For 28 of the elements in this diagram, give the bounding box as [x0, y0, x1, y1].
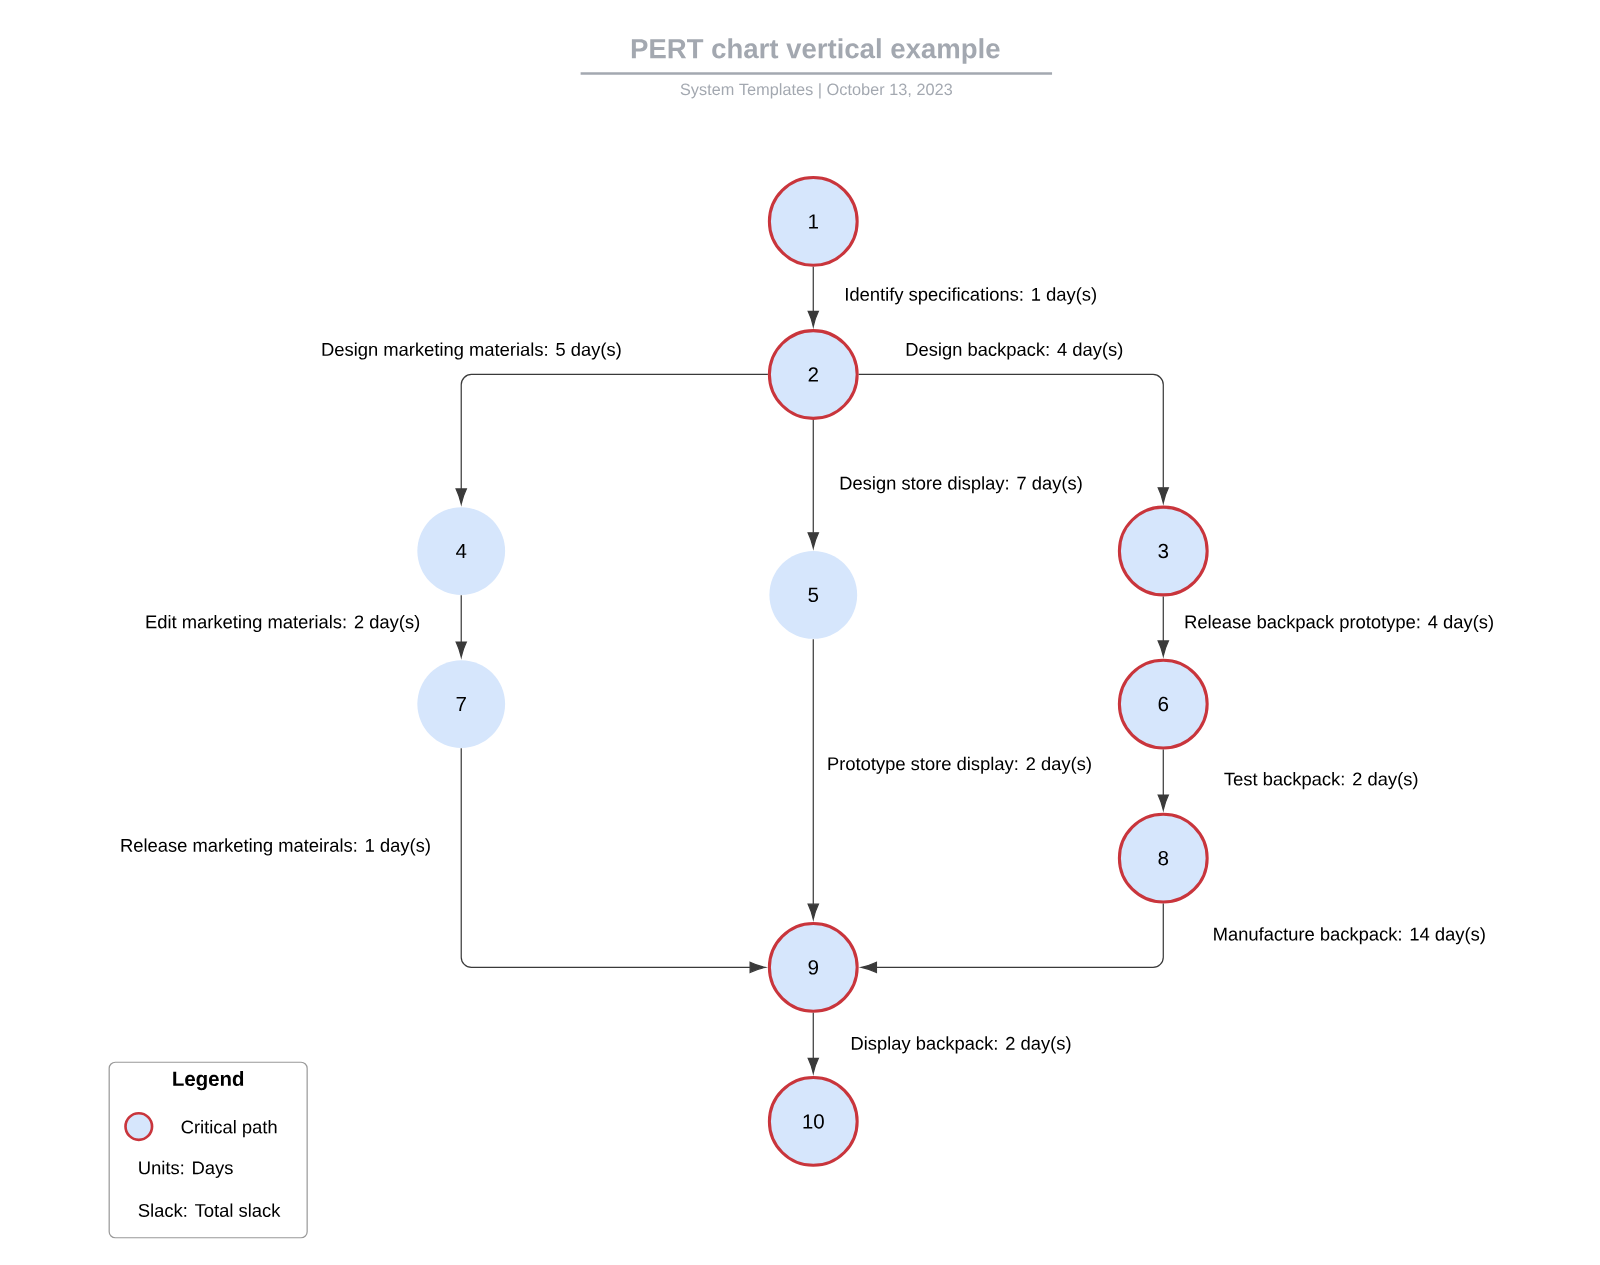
legend-text: Critical path	[181, 1119, 277, 1137]
arrow	[1157, 595, 1169, 657]
edge-label: Display backpack: 2 day(s)	[848, 1034, 1074, 1056]
arrow	[860, 902, 1164, 973]
edge-label: Design marketing materials: 5 day(s)	[319, 340, 624, 362]
subtitle: System Templates | October 13, 2023	[680, 83, 952, 99]
edge-label: Identify specifications: 1 day(s)	[842, 285, 1100, 307]
edge-label: Manufacture backpack: 14 day(s)	[1210, 924, 1488, 947]
edge-label: Test backpack: 2 day(s)	[1221, 769, 1421, 792]
legend-title: Legend	[173, 1070, 244, 1091]
edge-label: Release backpack prototype: 4 day(s)	[1182, 612, 1497, 634]
arrow	[858, 373, 1169, 504]
arrow	[460, 747, 766, 973]
edge-label: Design backpack: 4 day(s)	[903, 340, 1126, 362]
arrow	[807, 1012, 819, 1074]
edge-label: Edit marketing materials: 2 day(s)	[143, 612, 423, 634]
edge-label: Release marketing mateirals: 1 day(s)	[117, 836, 434, 858]
title: PERT chart vertical example	[631, 38, 1000, 64]
arrow	[807, 638, 819, 920]
edge-label: Prototype store display: 2 day(s)	[824, 754, 1095, 776]
arrow	[807, 419, 819, 549]
arrow	[455, 594, 467, 658]
arrow	[455, 373, 769, 505]
legend-note: Slack: Total slack	[138, 1203, 281, 1217]
legend-note: Units: Days	[139, 1160, 233, 1178]
arrow	[1157, 748, 1169, 811]
edge-label: Design store display: 7 day(s)	[837, 473, 1085, 496]
arrow	[807, 266, 819, 327]
